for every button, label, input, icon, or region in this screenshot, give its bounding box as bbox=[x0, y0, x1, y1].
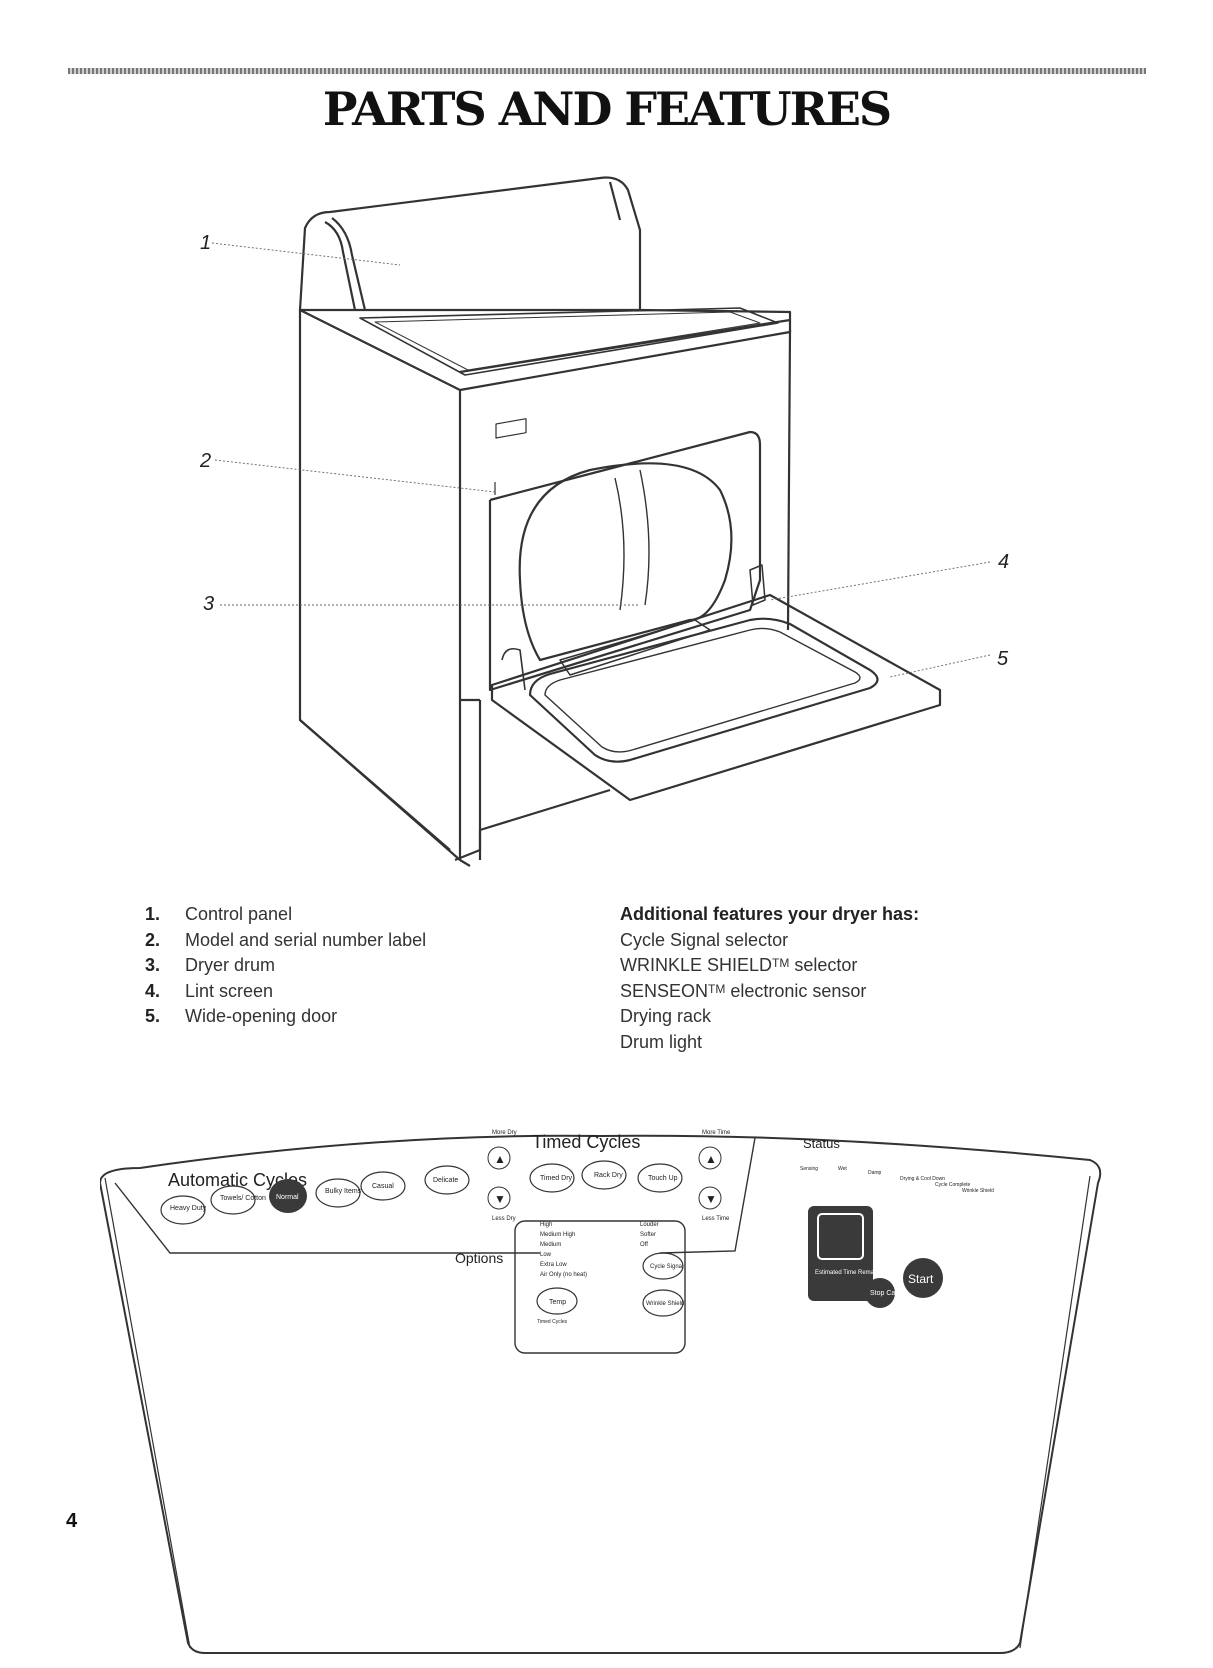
heavy-duty-button[interactable]: Heavy Duty bbox=[170, 1205, 207, 1212]
start-button[interactable] bbox=[903, 1258, 943, 1298]
svg-text:Softer: Softer bbox=[640, 1232, 656, 1238]
up-arrow-icon: ▲ bbox=[705, 1152, 717, 1166]
callout-lines bbox=[211, 242, 991, 678]
svg-text:Stop Cancel: Stop Cancel bbox=[870, 1290, 909, 1297]
svg-text:Damp: Damp bbox=[868, 1170, 882, 1176]
list-item: Cycle Signal selector bbox=[620, 929, 789, 950]
timed-dry-button[interactable]: Timed Dry bbox=[540, 1175, 573, 1182]
display-label: Estimated Time Remaining bbox=[815, 1270, 887, 1276]
less-dry-down-button[interactable] bbox=[487, 1186, 511, 1210]
callout-2: 2 bbox=[200, 450, 212, 472]
options-title: Options bbox=[455, 1250, 503, 1266]
wrinkle-shield-button[interactable] bbox=[642, 1289, 684, 1317]
parts-list: 1.Control panel 2.Model and serial numbe… bbox=[145, 902, 426, 1030]
svg-text:High: High bbox=[540, 1222, 552, 1228]
list-item: 4.Lint screen bbox=[145, 980, 274, 1001]
less-time-label: Less Time bbox=[702, 1216, 730, 1222]
auto-cycle-buttons bbox=[160, 1165, 470, 1225]
callout-5: 5 bbox=[997, 648, 1009, 670]
features-heading: Additional features your dryer has: bbox=[620, 904, 920, 924]
bulky-items-button[interactable]: Bulky Items bbox=[325, 1188, 362, 1195]
svg-text:Low: Low bbox=[540, 1252, 552, 1258]
casual-button[interactable]: Casual bbox=[372, 1183, 394, 1190]
signal-options: Louder Softer Off bbox=[640, 1222, 659, 1248]
list-item: 2.Model and serial number label bbox=[145, 929, 427, 950]
down-arrow-icon: ▼ bbox=[705, 1192, 717, 1206]
rack-dry-button[interactable]: Rack Dry bbox=[594, 1172, 623, 1179]
more-dry-label: More Dry bbox=[492, 1130, 517, 1136]
temp-button[interactable] bbox=[536, 1287, 578, 1315]
svg-text:Louder: Louder bbox=[640, 1222, 659, 1228]
list-item: Drum light bbox=[620, 1031, 703, 1052]
towels-cotton-button[interactable]: Towels/ Cotton bbox=[220, 1195, 266, 1202]
serial-number-label bbox=[495, 418, 527, 439]
svg-text:Cycle Signal: Cycle Signal bbox=[650, 1264, 683, 1270]
list-item: Drying rack bbox=[620, 1006, 712, 1027]
door-frame bbox=[488, 418, 762, 692]
delicate-button[interactable]: Delicate bbox=[433, 1177, 458, 1184]
top-rule bbox=[68, 68, 1146, 74]
additional-features: Additional features your dryer has: Cycl… bbox=[620, 902, 919, 1056]
stop-cancel-button[interactable] bbox=[865, 1278, 895, 1308]
control-panel-diagram: Automatic Cycles Heavy Duty Towels/ Cott… bbox=[100, 1130, 1102, 1654]
normal-button[interactable] bbox=[269, 1179, 307, 1213]
status-title: Status bbox=[803, 1136, 840, 1151]
status-indicators: Sensing Wet Damp Drying & Cool Down Cycl… bbox=[800, 1166, 994, 1194]
less-time-down-button[interactable] bbox=[698, 1186, 722, 1210]
list-item: 1.Control panel bbox=[145, 904, 293, 924]
more-time-up-button[interactable] bbox=[698, 1146, 722, 1170]
svg-text:Wrinkle Shield: Wrinkle Shield bbox=[962, 1188, 994, 1194]
down-arrow-icon: ▼ bbox=[494, 1192, 506, 1206]
svg-text:Drying & Cool Down: Drying & Cool Down bbox=[900, 1176, 945, 1182]
less-dry-label: Less Dry bbox=[492, 1216, 516, 1222]
dryer-cabinet bbox=[298, 310, 792, 867]
callout-4: 4 bbox=[998, 551, 1010, 573]
more-time-label: More Time bbox=[702, 1130, 731, 1136]
timed-cycles-title: Timed Cycles bbox=[532, 1132, 640, 1152]
wide-opening-door bbox=[490, 593, 942, 802]
temp-sub-label: Timed Cycles bbox=[537, 1319, 568, 1325]
more-dry-up-button[interactable] bbox=[487, 1146, 511, 1170]
cycle-signal-button[interactable] bbox=[642, 1252, 684, 1280]
dryer-illustration bbox=[211, 176, 991, 867]
touch-up-button[interactable]: Touch Up bbox=[648, 1175, 678, 1182]
dryer-top bbox=[298, 307, 792, 392]
svg-text:Medium High: Medium High bbox=[540, 1232, 575, 1238]
svg-text:Medium: Medium bbox=[540, 1242, 561, 1248]
svg-text:Sensing: Sensing bbox=[800, 1166, 818, 1172]
svg-text:Off: Off bbox=[640, 1242, 648, 1248]
callout-3: 3 bbox=[203, 593, 215, 615]
svg-text:Cycle Complete: Cycle Complete bbox=[935, 1182, 971, 1188]
automatic-cycles-title: Automatic Cycles bbox=[168, 1170, 307, 1190]
up-arrow-icon: ▲ bbox=[494, 1152, 506, 1166]
list-item: 3.Dryer drum bbox=[145, 955, 276, 976]
time-display-panel bbox=[808, 1206, 873, 1301]
svg-text:Start: Start bbox=[908, 1272, 934, 1286]
svg-text:Wrinkle Shield: Wrinkle Shield bbox=[646, 1301, 684, 1307]
lint-screen bbox=[749, 564, 766, 606]
normal-label: Normal bbox=[276, 1194, 299, 1201]
svg-text:Air Only (no heat): Air Only (no heat) bbox=[540, 1272, 587, 1278]
time-display bbox=[817, 1213, 864, 1260]
callout-1: 1 bbox=[200, 232, 212, 254]
svg-text:Extra Low: Extra Low bbox=[540, 1262, 567, 1268]
page-number: 4 bbox=[66, 1510, 78, 1532]
svg-text:Temp: Temp bbox=[549, 1299, 566, 1306]
svg-text:Wet: Wet bbox=[838, 1166, 847, 1172]
temp-options: High Medium High Medium Low Extra Low Ai… bbox=[540, 1222, 587, 1278]
list-item: 5.Wide-opening door bbox=[145, 1006, 338, 1027]
page-title: PARTS AND FEATURES bbox=[322, 82, 892, 136]
timed-cycle-buttons bbox=[529, 1160, 683, 1193]
list-item: WRINKLE SHIELDTM selector bbox=[620, 955, 858, 976]
control-console bbox=[298, 176, 642, 311]
list-item: SENSEONTM electronic sensor bbox=[620, 980, 867, 1001]
